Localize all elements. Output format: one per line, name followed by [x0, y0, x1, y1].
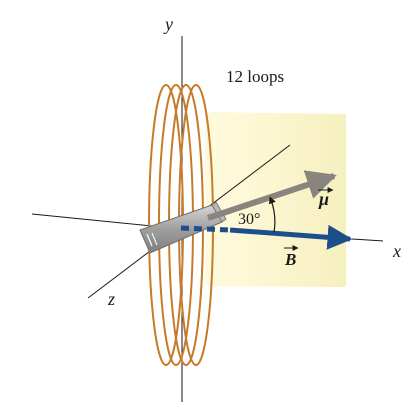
- y-axis-label: y: [163, 14, 173, 34]
- angle-label: 30°: [238, 211, 260, 228]
- z-axis-label: z: [107, 289, 115, 309]
- b-vector-dashed: [180, 225, 231, 233]
- b-vector-arrow: [229, 224, 353, 250]
- loops-label: 12 loops: [226, 67, 284, 86]
- mu-label: μ: [318, 187, 334, 209]
- x-axis-line-right: [351, 238, 384, 242]
- svg-text:B: B: [284, 250, 296, 269]
- angle-arc: [268, 196, 276, 233]
- x-axis-label: x: [392, 241, 401, 261]
- svg-text:μ: μ: [318, 189, 329, 209]
- b-label: B: [284, 245, 299, 269]
